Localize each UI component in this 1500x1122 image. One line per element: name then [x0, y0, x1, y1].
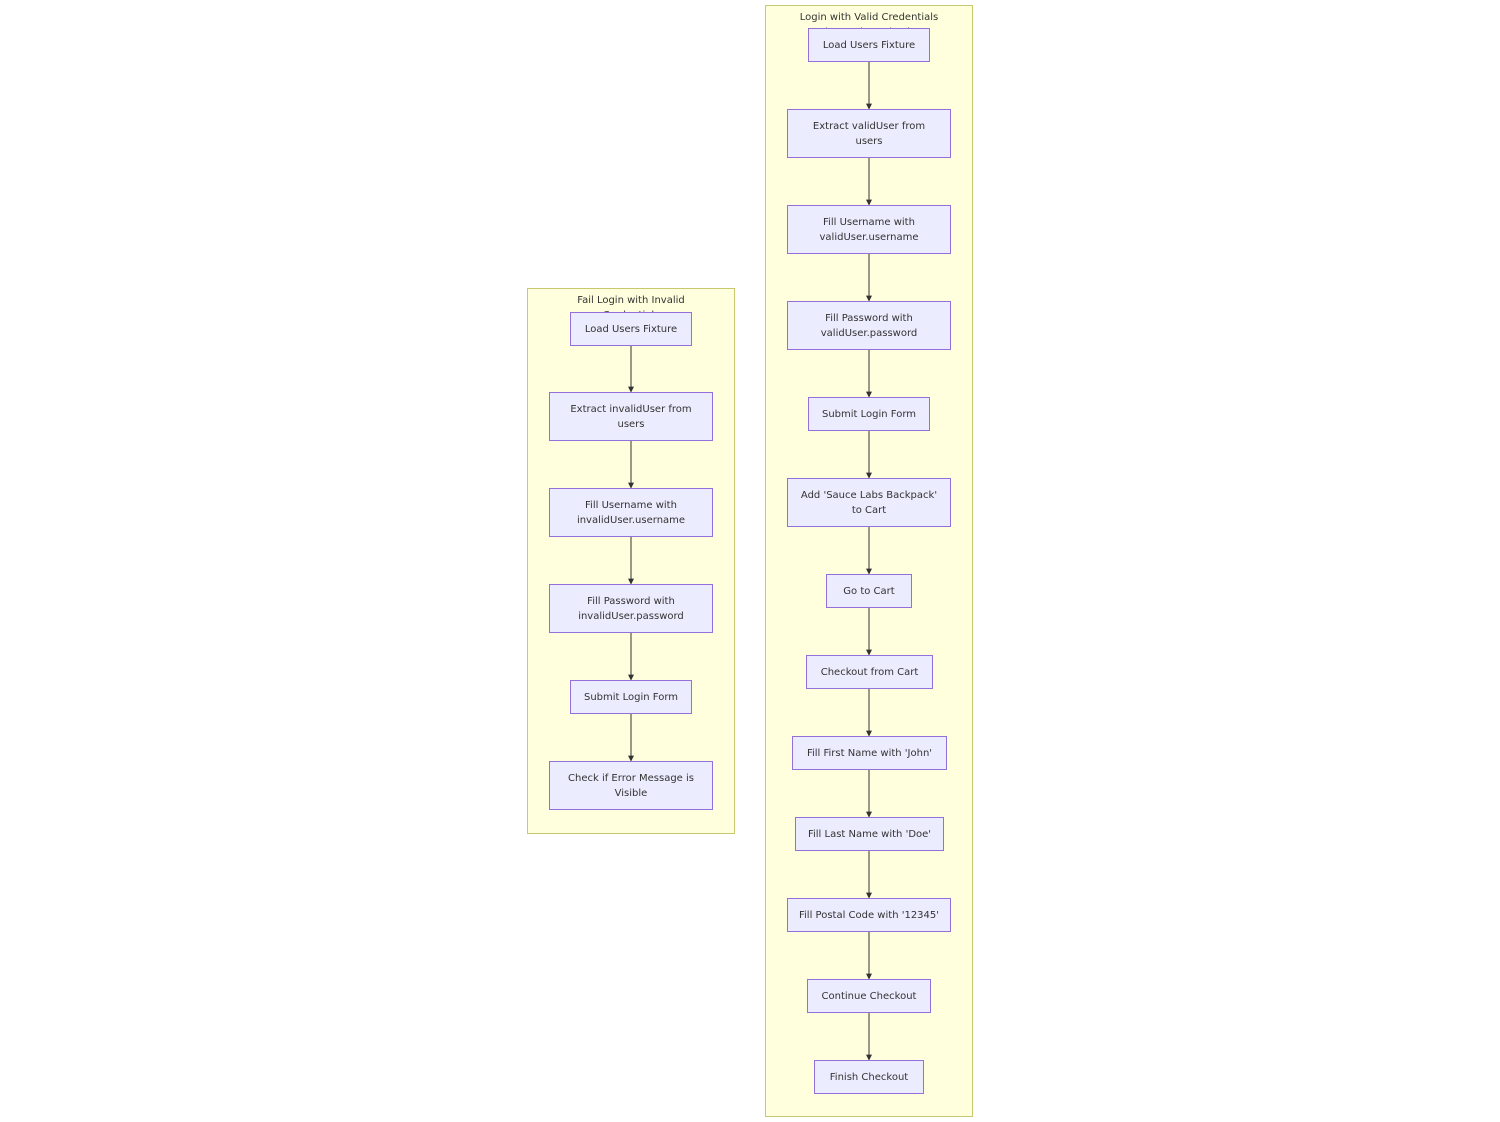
cluster-fail-login: Fail Login with Invalid Credentials — [527, 288, 735, 834]
node-extract-valid-user: Extract validUser from users — [787, 109, 951, 158]
node-fill-password: Fill Password with validUser.password — [787, 301, 951, 350]
node-fill-first-name: Fill First Name with 'John' — [792, 736, 947, 770]
node-fill-username: Fill Username with validUser.username — [787, 205, 951, 254]
node-go-to-cart: Go to Cart — [826, 574, 912, 608]
node-load-users-fixture: Load Users Fixture — [570, 312, 692, 346]
node-finish-checkout: Finish Checkout — [814, 1060, 924, 1094]
node-extract-invalid-user: Extract invalidUser from users — [549, 392, 713, 441]
node-checkout-from-cart: Checkout from Cart — [806, 655, 933, 689]
node-continue-checkout: Continue Checkout — [807, 979, 931, 1013]
node-check-error-message: Check if Error Message is Visible — [549, 761, 713, 810]
node-fill-password: Fill Password with invalidUser.password — [549, 584, 713, 633]
node-fill-last-name: Fill Last Name with 'Doe' — [795, 817, 944, 851]
cluster-valid-login-checkout: Login with Valid Credentials and Complet… — [765, 5, 973, 1117]
node-fill-username: Fill Username with invalidUser.username — [549, 488, 713, 537]
node-fill-postal-code: Fill Postal Code with '12345' — [787, 898, 951, 932]
node-submit-login-form: Submit Login Form — [570, 680, 692, 714]
node-add-to-cart: Add 'Sauce Labs Backpack' to Cart — [787, 478, 951, 527]
node-submit-login-form: Submit Login Form — [808, 397, 930, 431]
node-load-users-fixture: Load Users Fixture — [808, 28, 930, 62]
